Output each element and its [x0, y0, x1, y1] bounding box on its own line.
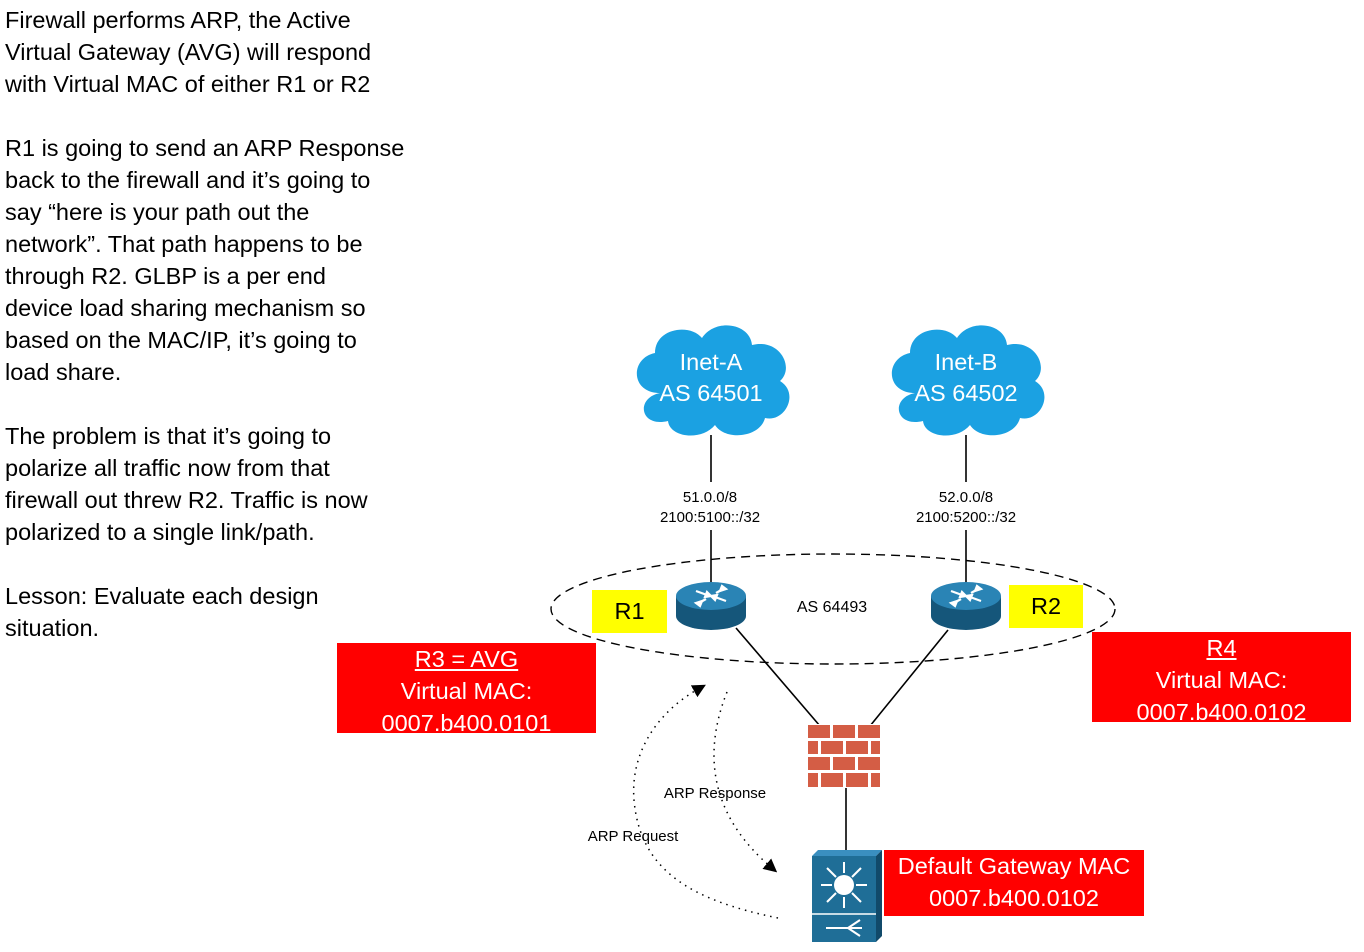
arp-request-label: ARP Request [587, 828, 679, 845]
gateway-title: Default Gateway MAC [897, 853, 1131, 879]
switch-icon [812, 850, 882, 942]
prefix-label-inet-b: 52.0.0/8 2100:5200::/32 [896, 488, 1036, 528]
link-r1-firewall [735, 627, 821, 727]
gateway-mac: 0007.b400.0102 [929, 885, 1099, 911]
arp-request-path [632, 684, 779, 919]
cloud-label-inet-a: Inet-A AS 64501 [631, 347, 791, 409]
lesson-paragraph: Lesson: Evaluate each design situation. [5, 583, 319, 641]
default-gateway-box: Default Gateway MAC 0007.b400.0102 [884, 850, 1144, 916]
router-icon-r1 [676, 582, 746, 630]
r4-box: R4 Virtual MAC: 0007.b400.0102 [1092, 632, 1351, 725]
cloud-b-as: AS 64502 [914, 380, 1018, 406]
firewall-icon [808, 724, 880, 788]
router-label-r1: R1 [592, 590, 667, 633]
prefix-b-v6: 2100:5200::/32 [915, 509, 1017, 526]
arp-response-label: ARP Response [663, 785, 767, 802]
prefix-b-v4: 52.0.0/8 [938, 489, 994, 506]
arp-response-path [713, 691, 778, 873]
router-icon-r2 [931, 582, 1001, 630]
r3-avg-box: R3 = AVG Virtual MAC: 0007.b400.0101 [337, 643, 596, 736]
cloud-b-name: Inet-B [934, 349, 998, 375]
prefix-a-v6: 2100:5100::/32 [659, 509, 761, 526]
internal-as-label: AS 64493 [796, 599, 868, 616]
cloud-a-name: Inet-A [679, 349, 743, 375]
r4-mac-label: Virtual MAC: [1155, 667, 1288, 693]
problem-paragraph: The problem is that it’s going to polari… [5, 423, 368, 545]
cloud-label-inet-b: Inet-B AS 64502 [886, 347, 1046, 409]
cloud-a-as: AS 64501 [659, 380, 763, 406]
r3-title: R3 = AVG [414, 646, 519, 672]
link-r2-firewall [869, 629, 949, 727]
router-label-r2: R2 [1009, 585, 1083, 628]
r3-mac-label: Virtual MAC: [400, 678, 533, 704]
prefix-label-inet-a: 51.0.0/8 2100:5100::/32 [640, 488, 780, 528]
r4-mac-value: 0007.b400.0102 [1136, 699, 1307, 725]
as-boundary-ellipse [550, 553, 1116, 665]
prefix-a-v4: 51.0.0/8 [682, 489, 738, 506]
explanation-paragraph: R1 is going to send an ARP Response back… [5, 135, 405, 385]
intro-paragraph: Firewall performs ARP, the Active Virtua… [5, 7, 372, 97]
r4-title: R4 [1206, 635, 1237, 661]
r3-mac-value: 0007.b400.0101 [381, 710, 552, 736]
